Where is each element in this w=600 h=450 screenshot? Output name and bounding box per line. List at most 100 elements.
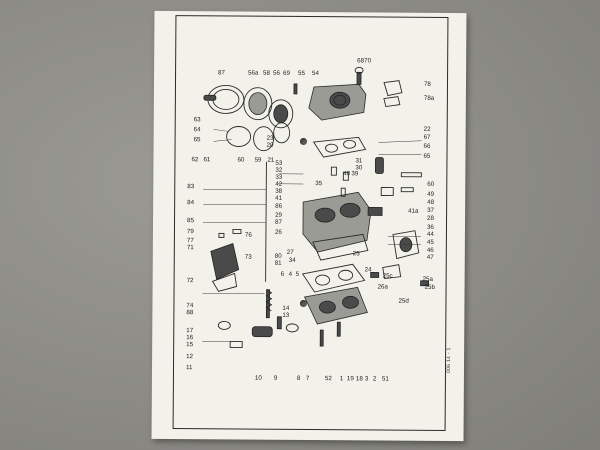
label-16: 16 bbox=[186, 334, 193, 341]
label-20: 20 bbox=[267, 142, 274, 149]
label-26a: 26a bbox=[378, 283, 389, 290]
label-1: 1 bbox=[340, 375, 344, 382]
label-76: 76 bbox=[245, 232, 252, 239]
label-39: 39 bbox=[351, 170, 358, 177]
label-64: 64 bbox=[194, 126, 201, 133]
label-26: 26 bbox=[275, 229, 282, 236]
carburettor-body-group bbox=[302, 191, 420, 261]
label-34: 34 bbox=[289, 257, 296, 264]
document-sheet: 87 56a 58 56 69 55 54 68 70 78 78a 63 64… bbox=[151, 10, 467, 442]
label-14: 14 bbox=[282, 305, 289, 312]
document-reference: 006 14 - 1 bbox=[445, 347, 453, 374]
label-9: 9 bbox=[274, 375, 278, 382]
label-31: 31 bbox=[355, 157, 362, 164]
label-2: 2 bbox=[373, 375, 377, 382]
label-30: 30 bbox=[355, 164, 362, 171]
label-87: 87 bbox=[218, 69, 225, 76]
label-37: 37 bbox=[427, 207, 434, 214]
label-74: 74 bbox=[186, 302, 193, 309]
label-15: 15 bbox=[186, 341, 193, 348]
choke-cover-group bbox=[203, 84, 294, 152]
label-72: 72 bbox=[187, 277, 194, 284]
label-3: 3 bbox=[365, 375, 369, 382]
label-42: 42 bbox=[275, 181, 282, 188]
label-85: 85 bbox=[187, 217, 194, 224]
label-28: 28 bbox=[427, 215, 434, 222]
label-6: 6 bbox=[281, 271, 285, 278]
label-84: 84 bbox=[187, 199, 194, 206]
top-cover-group bbox=[293, 66, 403, 121]
label-36: 36 bbox=[427, 224, 434, 231]
label-53: 53 bbox=[275, 160, 282, 167]
label-8: 8 bbox=[297, 375, 301, 382]
label-86: 86 bbox=[275, 203, 282, 210]
label-18: 18 bbox=[356, 375, 363, 382]
label-41: 41 bbox=[275, 195, 282, 202]
label-10: 10 bbox=[255, 375, 262, 382]
label-81: 81 bbox=[275, 260, 282, 267]
label-80: 80 bbox=[275, 253, 282, 260]
label-88: 88 bbox=[186, 309, 193, 316]
label-22: 22 bbox=[424, 126, 431, 133]
label-24: 24 bbox=[365, 266, 372, 273]
label-13: 13 bbox=[282, 312, 289, 319]
label-7: 7 bbox=[306, 375, 310, 382]
leader-lines bbox=[202, 140, 422, 342]
label-33: 33 bbox=[275, 174, 282, 181]
gasket-group bbox=[312, 136, 367, 158]
label-68: 68 bbox=[357, 57, 364, 64]
label-21: 21 bbox=[267, 157, 274, 164]
label-32: 32 bbox=[275, 167, 282, 174]
label-67: 67 bbox=[424, 134, 431, 141]
label-66: 66 bbox=[424, 143, 431, 150]
label-79: 79 bbox=[187, 228, 194, 235]
label-25b: 25b bbox=[425, 284, 436, 291]
label-56a: 56a bbox=[248, 70, 259, 77]
label-41a: 41a bbox=[408, 208, 419, 215]
label-56: 56 bbox=[273, 70, 280, 77]
label-35: 35 bbox=[315, 180, 322, 187]
label-60: 60 bbox=[237, 156, 244, 163]
label-11: 11 bbox=[186, 364, 193, 371]
label-45: 45 bbox=[427, 239, 434, 246]
label-71: 71 bbox=[187, 244, 194, 251]
left-parts-group bbox=[210, 161, 341, 348]
label-17: 17 bbox=[186, 327, 193, 334]
label-25c: 25c bbox=[383, 273, 393, 280]
label-40: 40 bbox=[343, 170, 350, 177]
label-47: 47 bbox=[427, 254, 434, 261]
label-27: 27 bbox=[287, 249, 294, 256]
label-73: 73 bbox=[245, 254, 252, 261]
label-44: 44 bbox=[427, 231, 434, 238]
label-19: 19 bbox=[347, 375, 354, 382]
label-49: 49 bbox=[427, 191, 434, 198]
label-65r: 65 bbox=[423, 153, 430, 160]
label-87b: 87 bbox=[275, 219, 282, 226]
label-25a: 25a bbox=[423, 276, 434, 283]
label-25d: 25d bbox=[398, 298, 409, 305]
label-70: 70 bbox=[364, 57, 371, 64]
label-62: 62 bbox=[191, 156, 198, 163]
binder-hole-bottom bbox=[300, 300, 307, 307]
part-labels: 87 56a 58 56 69 55 54 68 70 78 78a 63 64… bbox=[186, 57, 436, 383]
label-51: 51 bbox=[382, 376, 389, 383]
right-parts-group bbox=[330, 157, 430, 287]
label-61: 61 bbox=[203, 156, 210, 163]
label-69: 69 bbox=[283, 70, 290, 77]
label-63: 63 bbox=[194, 116, 201, 123]
label-12: 12 bbox=[186, 353, 193, 360]
label-48: 48 bbox=[427, 199, 434, 206]
label-54: 54 bbox=[312, 70, 319, 77]
exploded-parts-diagram: 87 56a 58 56 69 55 54 68 70 78 78a 63 64… bbox=[186, 57, 436, 383]
label-59: 59 bbox=[254, 157, 261, 164]
label-60r: 60 bbox=[427, 181, 434, 188]
label-77: 77 bbox=[187, 237, 194, 244]
label-46: 46 bbox=[427, 247, 434, 254]
label-65: 65 bbox=[194, 136, 201, 143]
label-83: 83 bbox=[187, 183, 194, 190]
label-52: 52 bbox=[325, 375, 332, 382]
label-55: 55 bbox=[298, 70, 305, 77]
label-38: 38 bbox=[275, 188, 282, 195]
binder-hole-top bbox=[300, 138, 307, 145]
label-5: 5 bbox=[296, 271, 300, 278]
